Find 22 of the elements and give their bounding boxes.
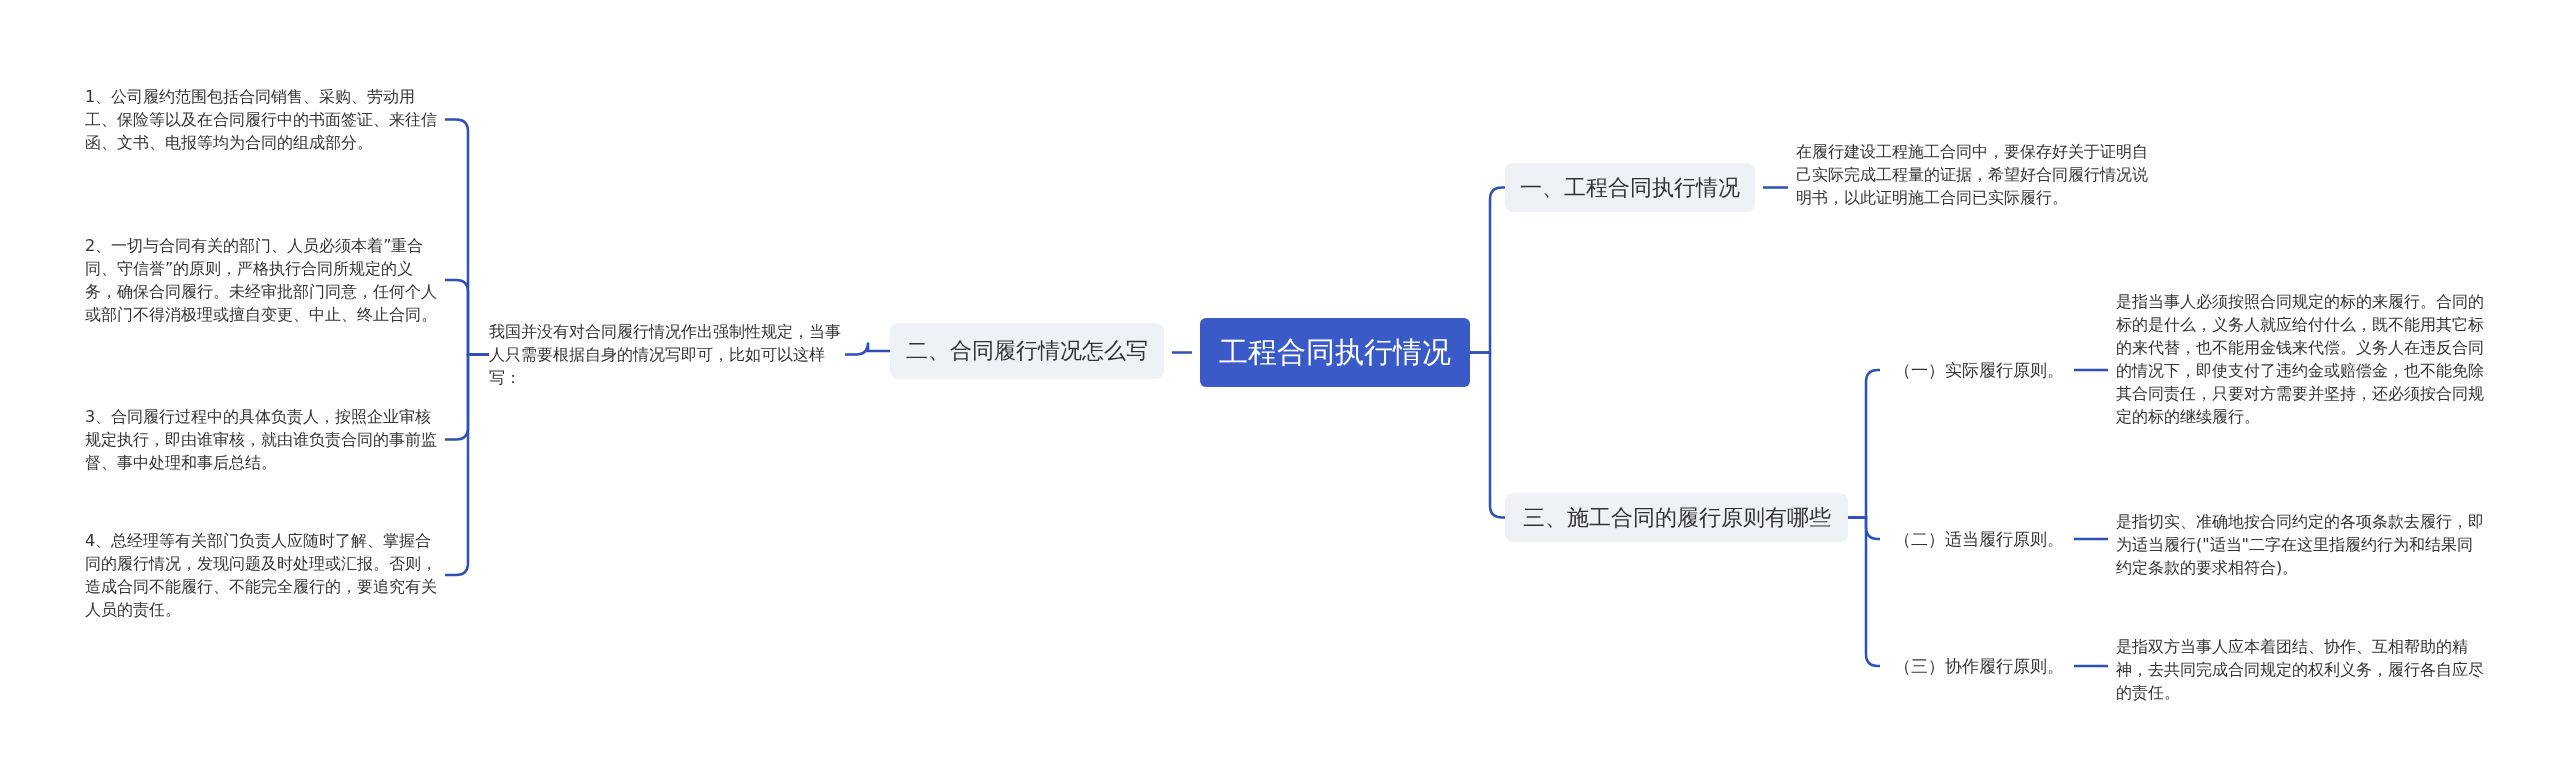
note-text: 4、总经理等有关部门负责人应随时了解、掌握合同的履行情况，发现问题及时处理或汇报。否则，造成合同不能履行、不能完全履行的，要追究有关人员的责任。	[85, 529, 445, 621]
connector-line	[2074, 368, 2108, 372]
subtopic-text: （一）实际履行原则。	[1880, 355, 2066, 385]
note-text: 是指切实、准确地按合同约定的各项条款去履行，即为适当履行("适当"二字在这里指履约行为和结果同约定条款的要求相符合)。	[2116, 510, 2486, 579]
subtopic-text: （三）协作履行原则。	[1880, 651, 2066, 681]
connector-line	[2074, 664, 2108, 668]
connector-line	[845, 341, 890, 356]
note-text: 我国并没有对合同履行情况作出强制性规定，当事人只需要根据自身的情况写即可，比如可以这样写：	[489, 320, 845, 389]
topic-box: 三、施工合同的履行原则有哪些	[1505, 493, 1848, 542]
central-topic-box: 工程合同执行情况	[1200, 318, 1470, 387]
note-text: 是指当事人必须按照合同规定的标的来履行。合同的标的是什么，义务人就应给付什么，既不能用其它标的来代替，也不能用金钱来代偿。义务人在违反合同的情况下，即使支付了违约金或赔偿金，也不能免除其合同责任，只要对方需要并坚持，还必须按合同规定的标的继续履行。	[2116, 290, 2486, 428]
topic-box: 二、合同履行情况怎么写	[890, 323, 1164, 379]
note-text: 1、公司履约范围包括合同销售、采购、劳动用工、保险等以及在合同履行中的书面签证、来往信函、文书、电报等均为合同的组成部分。	[85, 85, 445, 154]
note-text: 是指双方当事人应本着团结、协作、互相帮助的精神，去共同完成合同规定的权利义务，履行各自应尽的责任。	[2116, 635, 2486, 704]
topic-box: 一、工程合同执行情况	[1505, 163, 1755, 212]
subtopic-text: （二）适当履行原则。	[1880, 524, 2066, 554]
note-text: 在履行建设工程施工合同中，要保存好关于证明自己实际完成工程量的证据，希望好合同履行情况说明书，以此证明施工合同已实际履行。	[1796, 140, 2162, 209]
connector-line	[1763, 186, 1788, 189]
connector-line	[2074, 537, 2108, 541]
note-text: 3、合同履行过程中的具体负责人，按照企业审核规定执行，即由谁审核，就由谁负责合同的事前监督、事中处理和事后总结。	[85, 405, 445, 474]
connector-line	[1172, 351, 1192, 354]
note-text: 2、一切与合同有关的部门、人员必须本着”重合同、守信誉”的原则，严格执行合同所规定的义务，确保合同履行。未经审批部门同意，任何个人或部门不得消极理或擅自变更、中止、终止合同。	[85, 234, 445, 326]
